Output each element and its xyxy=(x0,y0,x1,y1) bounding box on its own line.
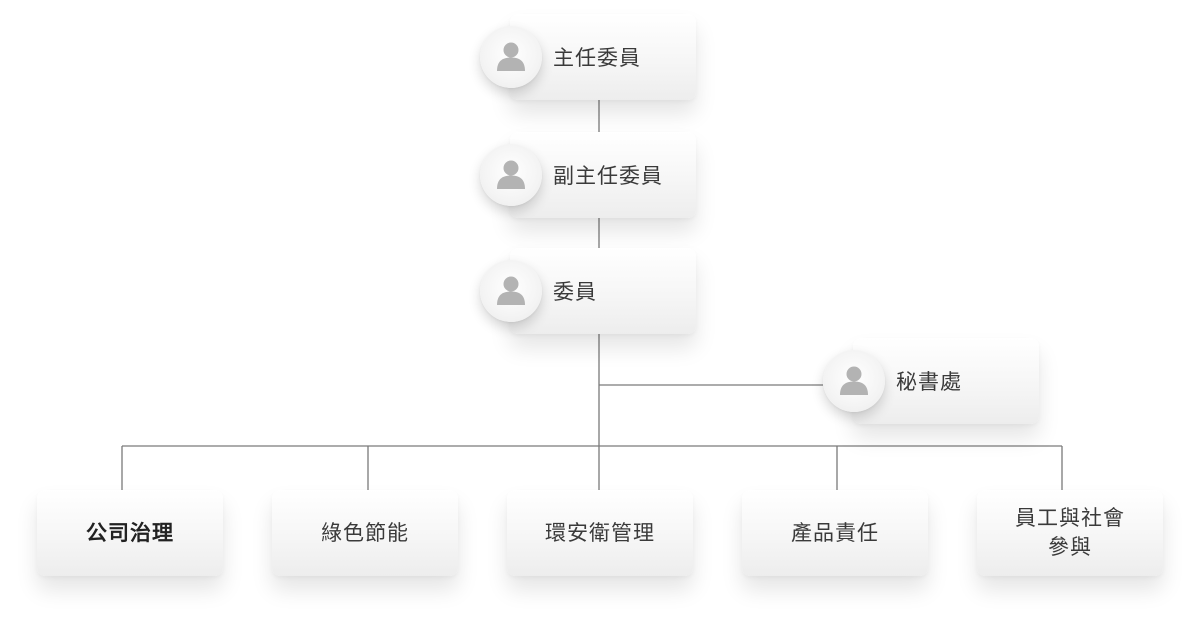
node-label: 環安衛管理 xyxy=(545,520,655,545)
person-icon xyxy=(480,144,542,206)
node-label: 委員 xyxy=(553,280,597,304)
node-label: 綠色節能 xyxy=(321,520,409,545)
node-chairperson: 主任委員 xyxy=(480,14,696,100)
node-label: 副主任委員 xyxy=(553,164,663,188)
node-label: 公司治理 xyxy=(86,520,174,545)
person-icon xyxy=(480,260,542,322)
node-label: 主任委員 xyxy=(553,46,641,70)
node-dept-ehs-management: 環安衛管理 xyxy=(507,490,693,576)
node-label: 員工與社會 參與 xyxy=(1015,504,1125,562)
node-label-line-1: 員工與社會 xyxy=(1015,506,1125,530)
node-label: 產品責任 xyxy=(791,520,879,545)
node-dept-product-responsibility: 產品責任 xyxy=(742,490,928,576)
node-dept-green-energy: 綠色節能 xyxy=(272,490,458,576)
node-dept-employee-social: 員工與社會 參與 xyxy=(977,490,1163,576)
node-vice-chairperson: 副主任委員 xyxy=(480,132,696,218)
node-label: 秘書處 xyxy=(896,370,962,394)
person-icon xyxy=(823,350,885,412)
node-dept-corporate-governance: 公司治理 xyxy=(37,490,223,576)
node-secretariat: 秘書處 xyxy=(823,338,1039,424)
node-label-line-2: 參與 xyxy=(1048,535,1092,559)
person-icon xyxy=(480,26,542,88)
node-members: 委員 xyxy=(480,248,696,334)
